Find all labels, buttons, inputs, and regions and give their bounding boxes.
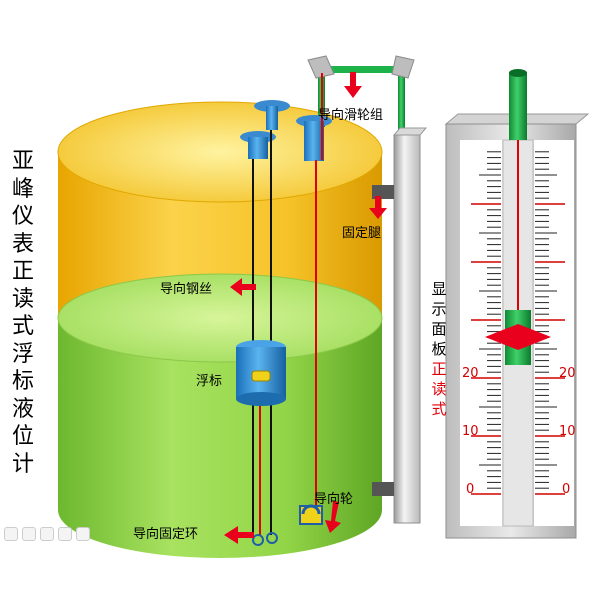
title-char: 位 <box>6 423 40 451</box>
panel-label-char: 读 <box>430 379 448 399</box>
toolbar-icon[interactable] <box>58 527 72 541</box>
float-buoy <box>236 340 286 406</box>
liquid-surface <box>58 274 382 362</box>
label-fixed-leg: 固定腿 <box>342 222 381 241</box>
scale-label-right-10: 10 <box>559 424 576 439</box>
arrow-down-icon <box>344 72 362 98</box>
toolbar-icon[interactable] <box>76 527 90 541</box>
label-pulley-group: 导向滑轮组 <box>318 104 383 123</box>
label-float: 浮标 <box>196 370 222 389</box>
title-char: 峰 <box>6 176 40 204</box>
title-char: 计 <box>6 451 40 479</box>
title-char: 亚 <box>6 148 40 176</box>
scale-label-right-0: 0 <box>562 482 570 497</box>
title-char: 式 <box>6 313 40 341</box>
panel-label-char: 显 <box>430 279 448 299</box>
title-char: 标 <box>6 368 40 396</box>
image-viewer-toolbar <box>4 527 90 541</box>
title-char: 表 <box>6 231 40 259</box>
label-guide-ring: 导向固定环 <box>133 523 198 542</box>
indicator-tube-top <box>509 72 527 140</box>
title-char: 仪 <box>6 203 40 231</box>
title-char: 浮 <box>6 341 40 369</box>
scale-label-left-0: 0 <box>466 482 474 497</box>
toolbar-icon[interactable] <box>40 527 54 541</box>
panel-label-char: 面 <box>430 319 448 339</box>
panel-label-char: 板 <box>430 339 448 359</box>
title-char: 读 <box>6 286 40 314</box>
toolbar-icon[interactable] <box>22 527 36 541</box>
scale-label-left-10: 10 <box>462 424 479 439</box>
vertical-title: 亚 峰 仪 表 正 读 式 浮 标 液 位 计 <box>6 148 40 478</box>
label-guide-wire: 导向钢丝 <box>160 278 212 297</box>
title-char: 液 <box>6 396 40 424</box>
scale-label-right-20: 20 <box>559 366 576 381</box>
scale-label-left-20: 20 <box>462 366 479 381</box>
panel-label-char: 式 <box>430 399 448 419</box>
toolbar-icon[interactable] <box>4 527 18 541</box>
panel-label-char: 示 <box>430 299 448 319</box>
label-guide-wheel: 导向轮 <box>314 488 353 507</box>
display-panel <box>446 69 588 538</box>
panel-label-char: 正 <box>430 359 448 379</box>
panel-vertical-label: 显 示 面 板 正 读 式 <box>430 279 448 419</box>
title-char: 正 <box>6 258 40 286</box>
